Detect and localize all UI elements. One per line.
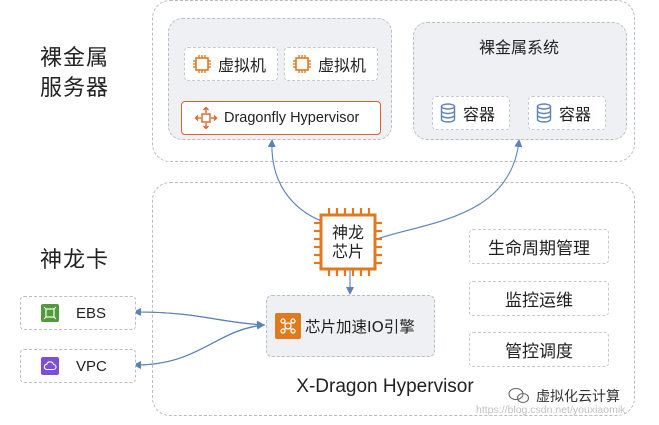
bare-metal-server-label: 裸金属 服务器: [40, 44, 109, 104]
dragonfly-hypervisor-box[interactable]: Dragonfly Hypervisor: [181, 101, 381, 135]
container-card-1[interactable]: 容器: [432, 96, 510, 130]
chip-label: 神龙 芯片: [313, 223, 383, 261]
chip-icon: [314, 208, 382, 276]
shenlong-chip[interactable]: 神龙 芯片: [313, 207, 383, 277]
cloud-icon: [41, 357, 59, 375]
database-icon: [440, 103, 456, 123]
bare-metal-server-label-line2: 服务器: [40, 76, 110, 101]
vm-card-1-label: 虚拟机: [218, 56, 267, 75]
watermark-url: https://blog.csdn.net/youxiaomik: [476, 404, 626, 416]
storage-icon: [41, 304, 59, 322]
vm-card-2[interactable]: 虚拟机: [284, 47, 378, 81]
cpu-icon: [192, 54, 212, 74]
wechat-icon: [508, 387, 530, 405]
database-icon: [536, 103, 552, 123]
watermark-brand-text: 虚拟化云计算: [536, 389, 620, 405]
watermark-brand: 虚拟化云计算: [508, 386, 620, 406]
arrows-icon: [195, 107, 217, 129]
vm-card-2-label: 虚拟机: [318, 56, 367, 75]
bare-metal-server-label-line1: 裸金属: [40, 46, 110, 71]
ebs-label: EBS: [76, 304, 107, 322]
cpu-icon: [292, 54, 312, 74]
io-engine-label: 芯片加速IO引擎: [305, 318, 415, 336]
ebs-box[interactable]: EBS: [20, 296, 136, 330]
vpc-label: VPC: [76, 357, 107, 375]
x-dragon-hypervisor-title: X-Dragon Hypervisor: [296, 376, 474, 397]
container-card-1-label: 容器: [463, 105, 496, 124]
container-card-2-label: 容器: [559, 105, 592, 124]
io-engine-icon: [275, 313, 301, 339]
control-scheduling-box[interactable]: 管控调度: [469, 332, 609, 367]
chip-label-line1: 神龙: [331, 223, 364, 242]
vm-card-1[interactable]: 虚拟机: [184, 47, 278, 81]
bare-metal-system-title: 裸金属系统: [478, 38, 559, 57]
lifecycle-management-box[interactable]: 生命周期管理: [469, 229, 609, 264]
chip-label-line2: 芯片: [331, 242, 364, 261]
dragonfly-hypervisor-label: Dragonfly Hypervisor: [224, 110, 360, 126]
shenlong-card-label: 神龙卡: [40, 248, 110, 273]
io-engine-box[interactable]: 芯片加速IO引擎: [266, 295, 435, 357]
vpc-box[interactable]: VPC: [20, 349, 136, 383]
container-card-2[interactable]: 容器: [528, 96, 606, 130]
monitoring-ops-box[interactable]: 监控运维: [469, 281, 609, 316]
